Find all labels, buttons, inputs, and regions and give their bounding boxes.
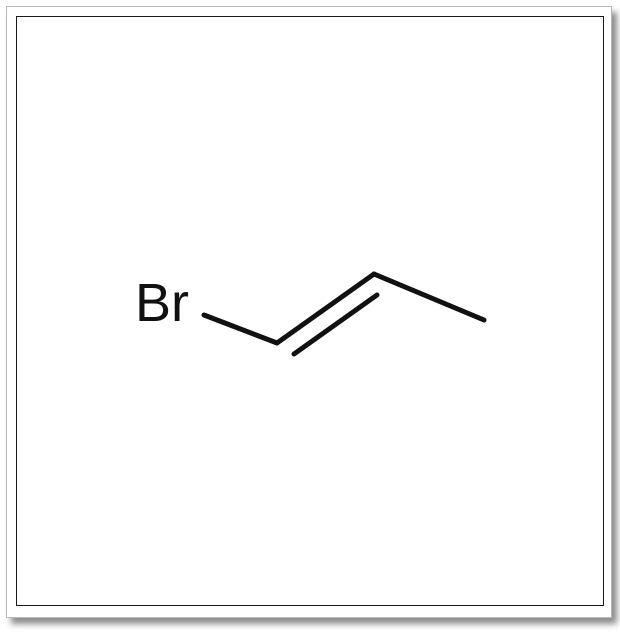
- double-bond-secondary: [291, 292, 380, 357]
- c2-c3-bond: [371, 271, 487, 323]
- bromine-atom-label: Br: [135, 273, 189, 333]
- image-frame: [16, 16, 604, 606]
- double-bond-primary: [274, 271, 377, 346]
- c1-br-bond: [201, 312, 280, 346]
